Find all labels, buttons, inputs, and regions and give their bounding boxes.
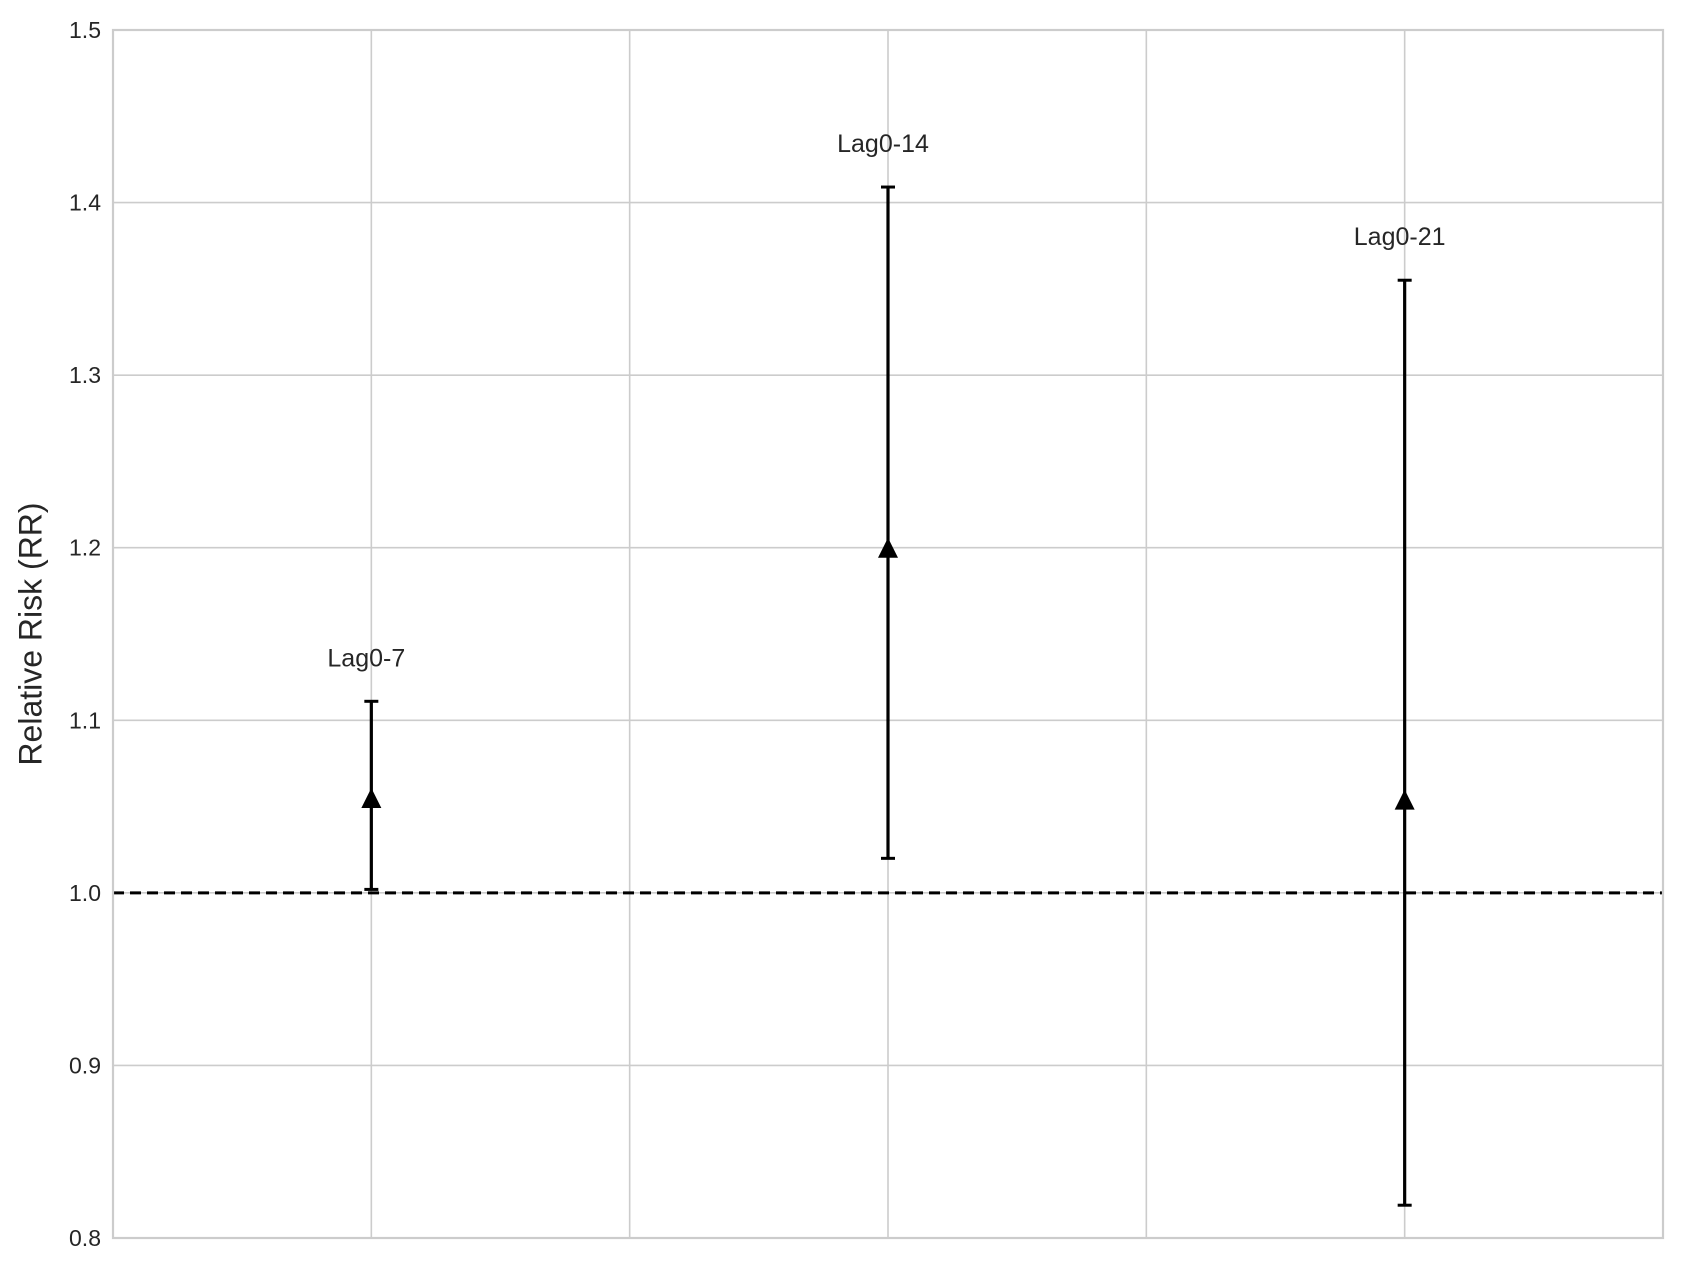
plot-frame [111, 28, 1665, 1240]
point-label: Lag0-14 [837, 130, 929, 158]
y-tick-label: 1.2 [69, 535, 101, 561]
y-axis-title: Relative Risk (RR) [12, 502, 48, 765]
y-tick-label: 1.4 [69, 190, 101, 216]
y-tick-label: 1.5 [69, 17, 101, 43]
y-axis-ticks: 0.8 0.9 1.0 1.1 1.2 1.3 1.4 1.5 [69, 17, 101, 1251]
point-label: Lag0-21 [1354, 223, 1446, 251]
y-tick-label: 0.9 [69, 1052, 101, 1078]
y-tick-label: 1.1 [69, 707, 101, 733]
rr-marker [878, 537, 898, 558]
y-tick-label: 1.0 [69, 880, 101, 906]
y-tick-label: 0.8 [69, 1225, 101, 1251]
rr-marker [1394, 789, 1415, 810]
rr-marker [361, 787, 382, 808]
y-tick-label: 1.3 [69, 362, 101, 388]
point-label: Lag0-7 [327, 644, 405, 672]
